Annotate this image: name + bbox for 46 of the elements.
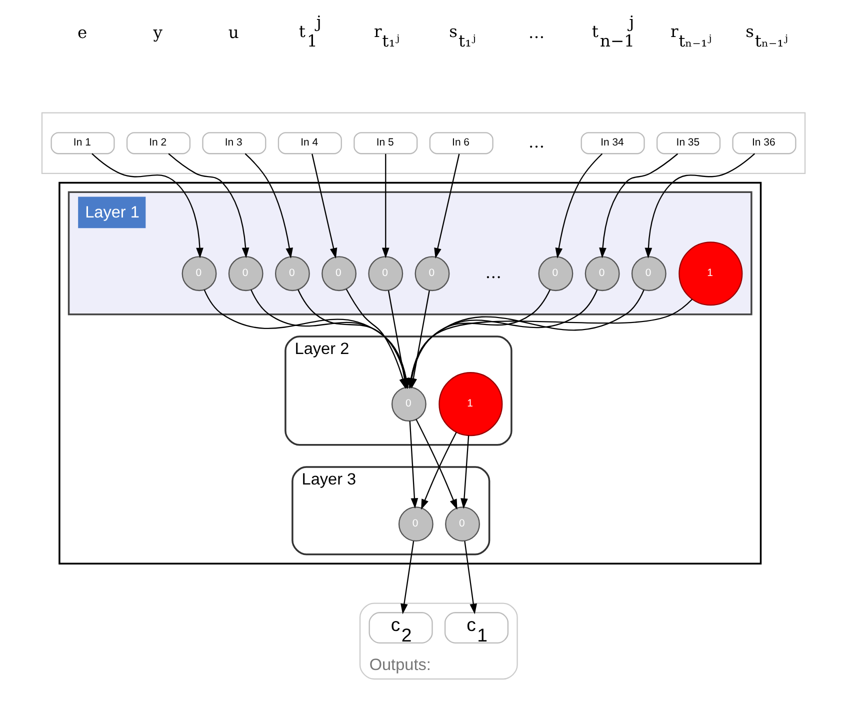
node-circle: 0 [391, 386, 426, 422]
node-box: In 6 [429, 132, 494, 154]
node-box: In 5 [354, 132, 418, 154]
node-box: In 1 [50, 132, 115, 154]
arrow [416, 419, 458, 510]
arrow [434, 154, 460, 259]
arrow [555, 153, 603, 258]
arrow [421, 432, 457, 510]
node-circle: 0 [631, 256, 666, 292]
cluster [58, 182, 762, 565]
node-circle: 0 [398, 506, 434, 542]
node-circle: 0 [322, 256, 357, 292]
node-circle: 0 [182, 256, 217, 292]
node-circle: 0 [414, 256, 450, 292]
arrow [312, 154, 338, 259]
node-box: In 35 [656, 132, 721, 154]
arrow [382, 154, 390, 258]
label: … [485, 262, 502, 282]
node-circle: 0 [274, 256, 310, 292]
node-box: In 4 [278, 132, 342, 154]
arrow [460, 436, 470, 509]
arrow [244, 153, 293, 258]
arrow [644, 153, 756, 258]
node-circle: 1 [438, 372, 503, 436]
node-box: In 3 [202, 132, 266, 154]
cluster [41, 112, 806, 174]
node-circle: 0 [538, 256, 574, 292]
arrow [464, 541, 477, 614]
node-box: In 2 [126, 132, 191, 154]
arrow [168, 153, 250, 258]
node-circle: 0 [584, 256, 620, 292]
node-circle: 0 [445, 506, 480, 542]
label: … [528, 132, 545, 152]
arrow [599, 153, 678, 258]
arrow [409, 421, 418, 509]
arrow [92, 153, 204, 258]
label: … [528, 22, 545, 42]
label: e [78, 22, 88, 42]
label: u [228, 22, 239, 42]
node-circle: 0 [228, 256, 264, 292]
node-circle: 0 [368, 256, 404, 292]
node-box: In 34 [580, 132, 645, 154]
node-box: In 36 [732, 132, 796, 154]
label: y [153, 22, 162, 42]
arrow [400, 540, 414, 614]
node-circle: 1 [678, 242, 743, 306]
